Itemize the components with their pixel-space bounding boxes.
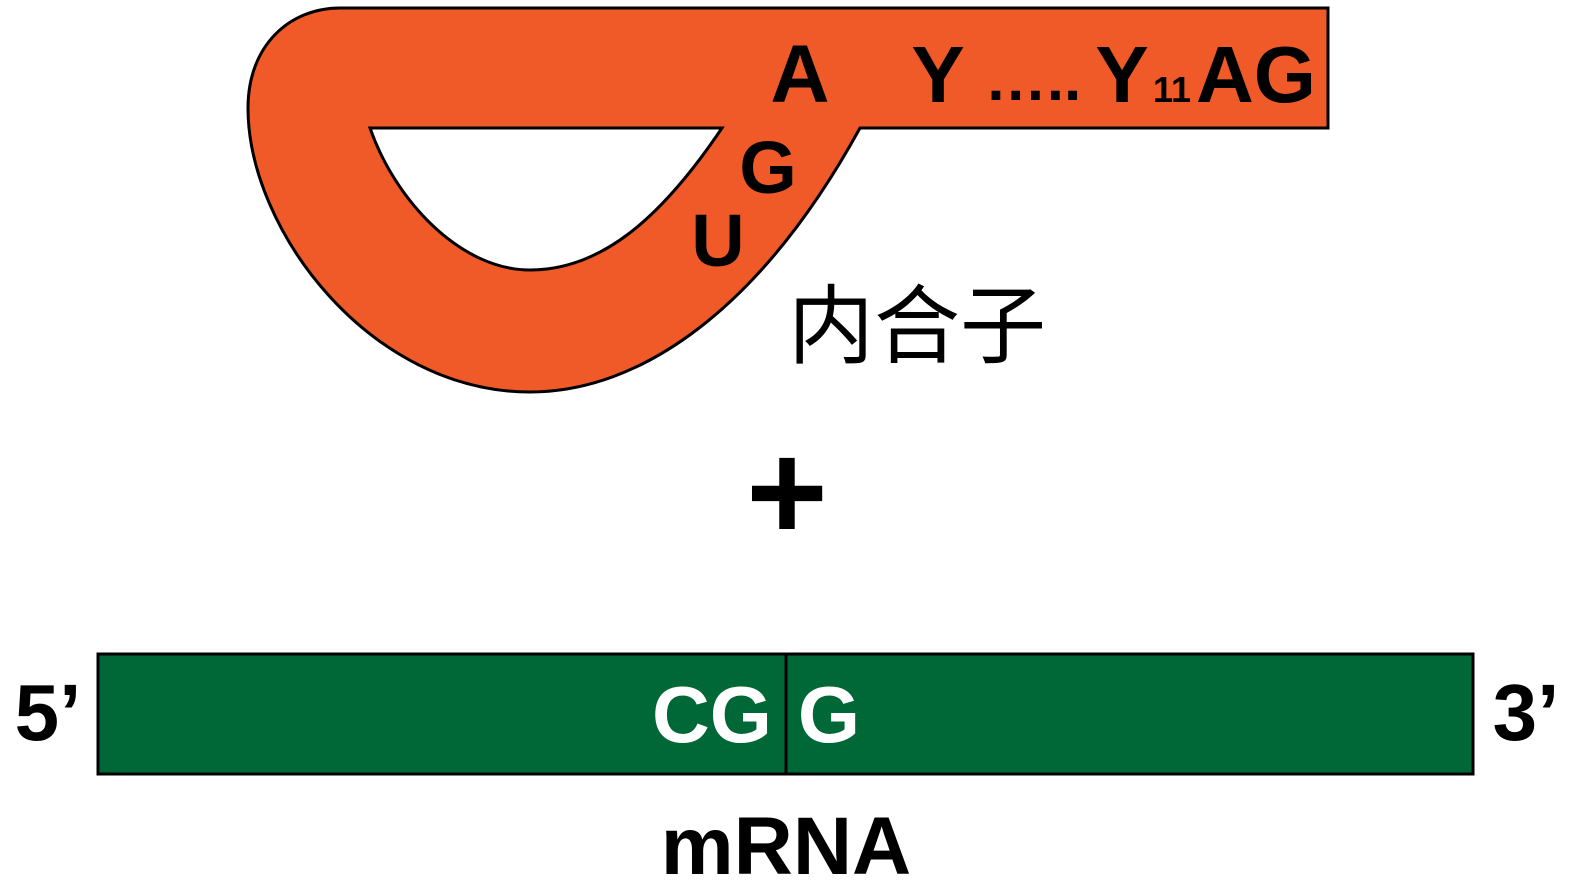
intron-seq-dots: …..: [985, 45, 1081, 114]
intron-seq-ag: AG: [1196, 30, 1316, 119]
plus-sign: +: [746, 413, 828, 570]
mrna-label: mRNA: [661, 801, 912, 886]
intron-seq-y1: Y: [911, 30, 964, 119]
five-prime-label: 5’: [15, 668, 82, 757]
intron-letter-u: U: [691, 199, 744, 282]
intron-shape: [246, 6, 1330, 394]
mrna-left-sequence: CG: [652, 670, 772, 759]
intron-letter-a: A: [770, 29, 829, 120]
intron-letter-g: G: [739, 126, 797, 209]
intron-seq-subscript: 11: [1153, 69, 1191, 110]
mrna-right-sequence: G: [798, 670, 860, 759]
three-prime-label: 3’: [1493, 668, 1560, 757]
intron-seq-y2: Y: [1095, 30, 1148, 119]
intron-label: 内合子: [788, 277, 1046, 377]
